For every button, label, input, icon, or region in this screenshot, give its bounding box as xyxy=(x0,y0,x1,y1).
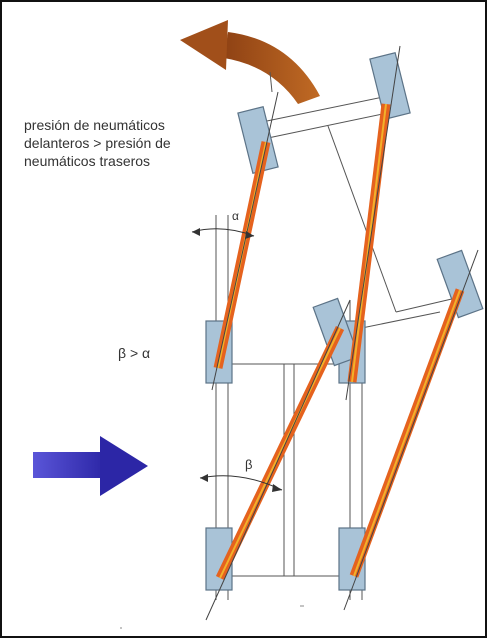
tire-upper-front-right xyxy=(369,52,411,120)
direction-lines xyxy=(205,45,479,621)
alpha-label: α xyxy=(232,209,239,223)
upper-tires xyxy=(237,52,484,367)
caption-line-1: presión de neumáticos xyxy=(24,117,165,133)
lower-chassis xyxy=(230,363,340,577)
tire-upper-front-left xyxy=(237,106,279,174)
tire-upper-rear-right xyxy=(436,249,484,319)
beta-angle-marker xyxy=(199,474,283,492)
caption-line-3: neumáticos traseros xyxy=(24,153,150,169)
alpha-angle-marker xyxy=(191,228,255,239)
right-arrow-icon xyxy=(33,436,148,496)
bottom-ticks xyxy=(120,605,304,629)
curved-arrow-icon xyxy=(180,20,320,104)
upper-chassis xyxy=(261,71,457,331)
beta-greater-alpha-label: β > α xyxy=(118,345,150,361)
beta-label: β xyxy=(245,457,252,472)
caption-line-2: delanteros > presión de xyxy=(24,135,171,151)
